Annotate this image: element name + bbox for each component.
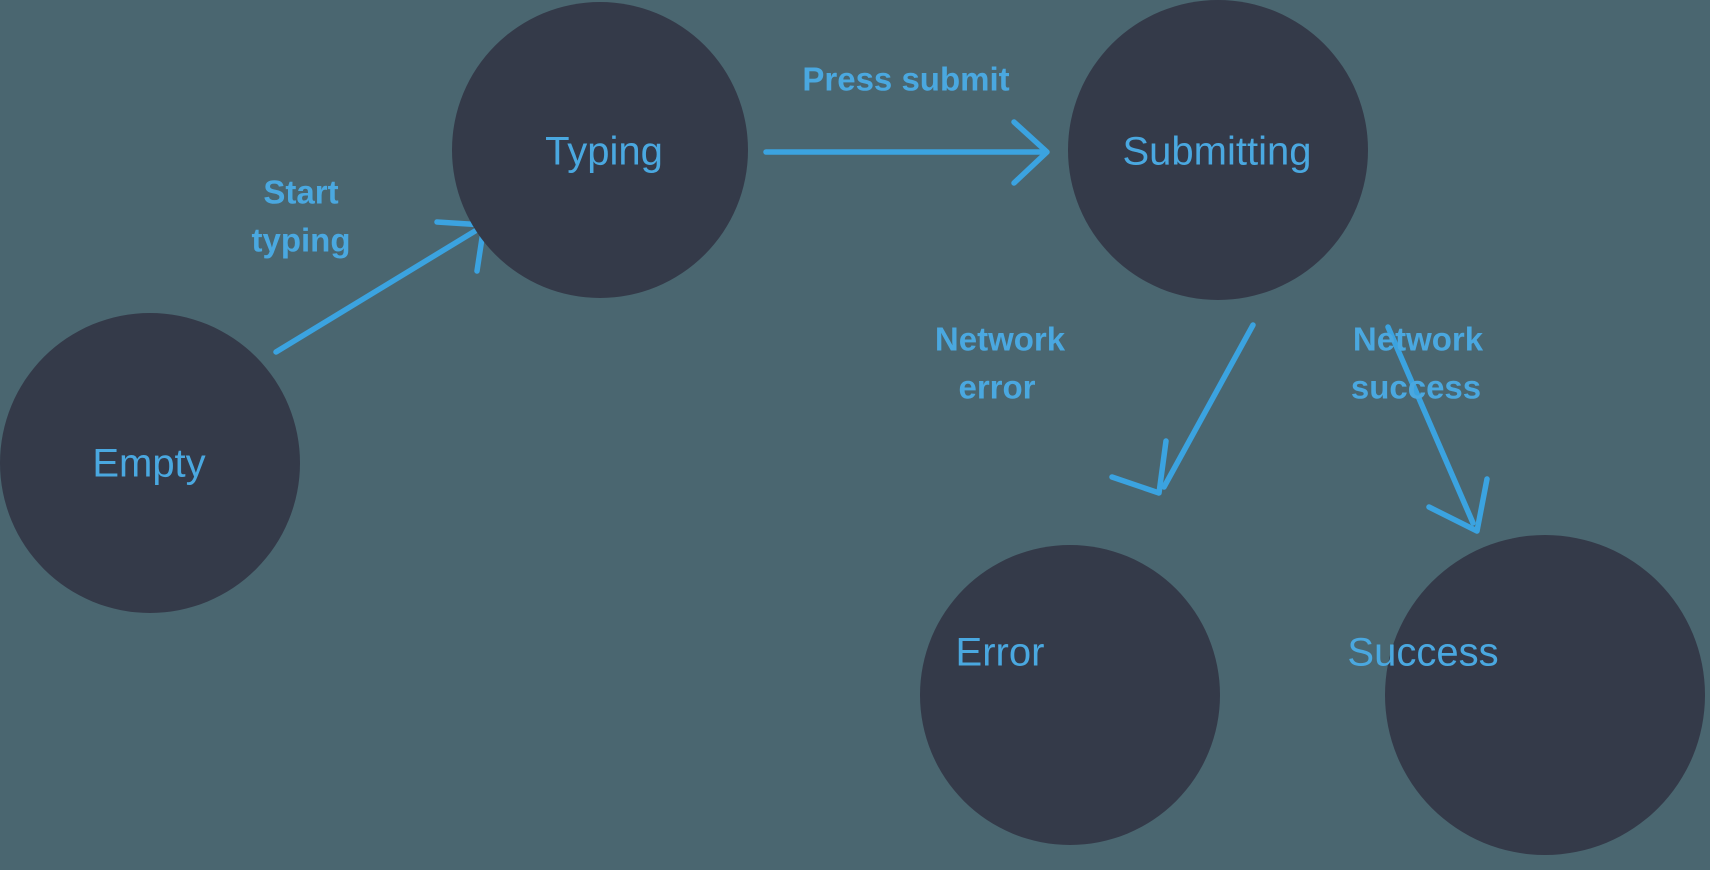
node-typing-circle [452,2,748,298]
edge-network-error-line [1161,322,1256,490]
edge-label-press-submit: Press submit [802,61,1009,98]
edge-network-success-arrowhead-icon [1426,476,1490,534]
edge-press-submit[interactable] [763,119,1050,186]
edge-start-typing-line [273,225,483,355]
edge-network-error-arrowhead-icon [1109,438,1169,496]
node-typing-label: Typing [545,130,663,174]
node-error[interactable]: Error [920,545,1220,845]
node-empty-circle [0,313,300,613]
edge-label-press-submit-line1: Press submit [802,61,1009,98]
node-typing[interactable]: Typing [452,2,748,298]
edge-network-success[interactable] [1385,324,1490,534]
edge-label-start-typing: Start typing [252,174,351,259]
edge-network-error[interactable] [1109,322,1256,496]
edge-label-start-typing-line2: typing [252,222,351,259]
edge-label-network-success-line2: success [1351,369,1481,406]
node-error-circle [920,545,1220,845]
node-submitting-label: Submitting [1123,130,1312,174]
edge-label-start-typing-line1: Start [263,174,338,211]
edge-label-network-success: Network success [1351,321,1484,406]
node-empty[interactable]: Empty [0,313,300,613]
edge-label-network-error-line1: Network [935,321,1066,358]
node-success[interactable]: Success [1347,535,1705,855]
edge-network-success-line [1385,324,1476,526]
node-success-label: Success [1347,631,1498,675]
node-submitting-circle [1068,0,1368,300]
edge-label-network-error: Network error [935,321,1066,406]
edge-label-network-error-line2: error [958,369,1035,406]
edge-press-submit-arrowhead-icon [1011,119,1050,186]
node-success-circle [1385,535,1705,855]
node-error-label: Error [956,631,1045,675]
edge-label-network-success-line1: Network [1353,321,1484,358]
node-submitting[interactable]: Submitting [1068,0,1368,300]
node-empty-label: Empty [92,442,205,486]
